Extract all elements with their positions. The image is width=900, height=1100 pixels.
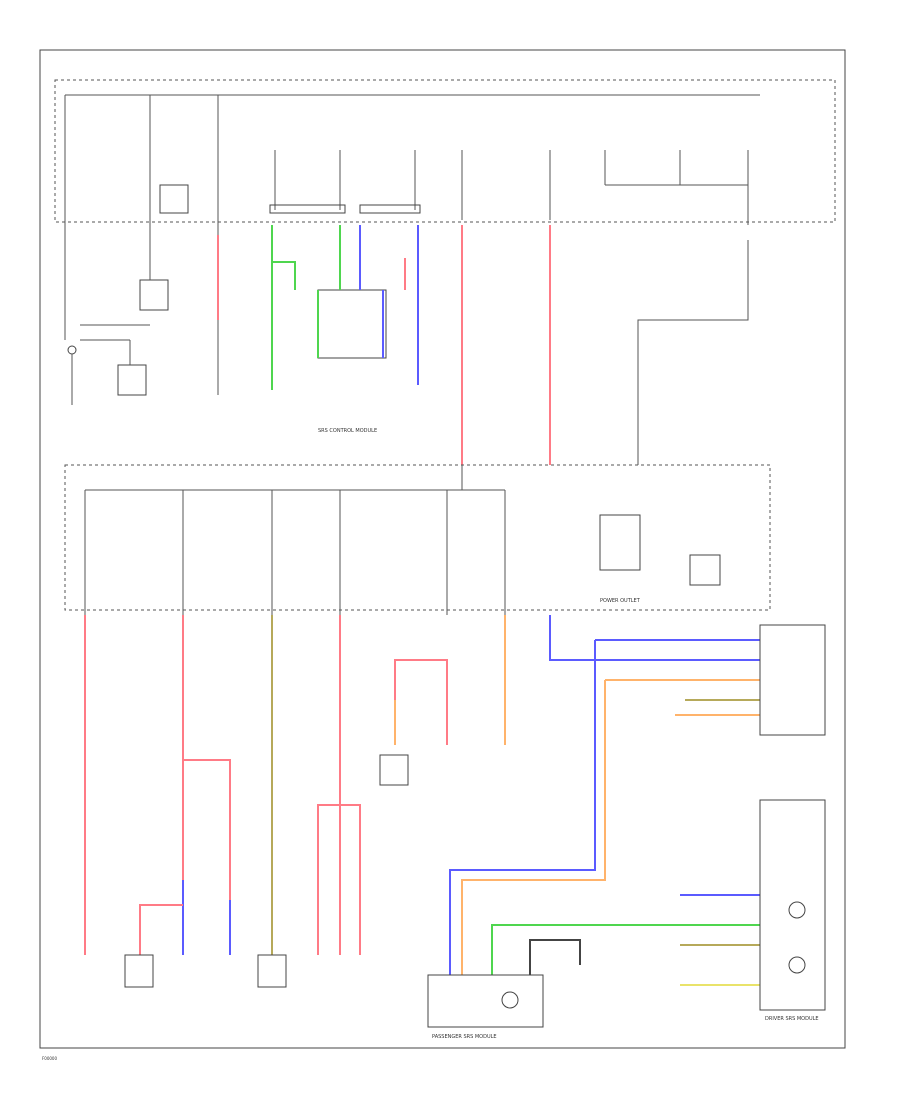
middle-fuses: [84, 465, 721, 615]
top-fuses: [64, 95, 749, 340]
driver-module-label: DRIVER SRS MODULE: [765, 1016, 819, 1022]
srs-control-module-label: SRS CONTROL MODULE: [318, 428, 377, 434]
srs-control-module-box: [317, 289, 387, 359]
wires-top: [217, 225, 749, 465]
top-fuse-box: [54, 79, 836, 223]
passenger-module-label: PASSENGER SRS MODULE: [432, 1034, 497, 1040]
middle-junction-box: [64, 464, 771, 611]
battery-area: [67, 230, 219, 405]
diagram-frame: [39, 49, 846, 1049]
lower-components: [124, 624, 826, 1028]
wires-lower: [84, 615, 760, 986]
power-outlet-label: POWER OUTLET: [600, 598, 641, 604]
footer-code: F00000: [42, 1056, 57, 1061]
